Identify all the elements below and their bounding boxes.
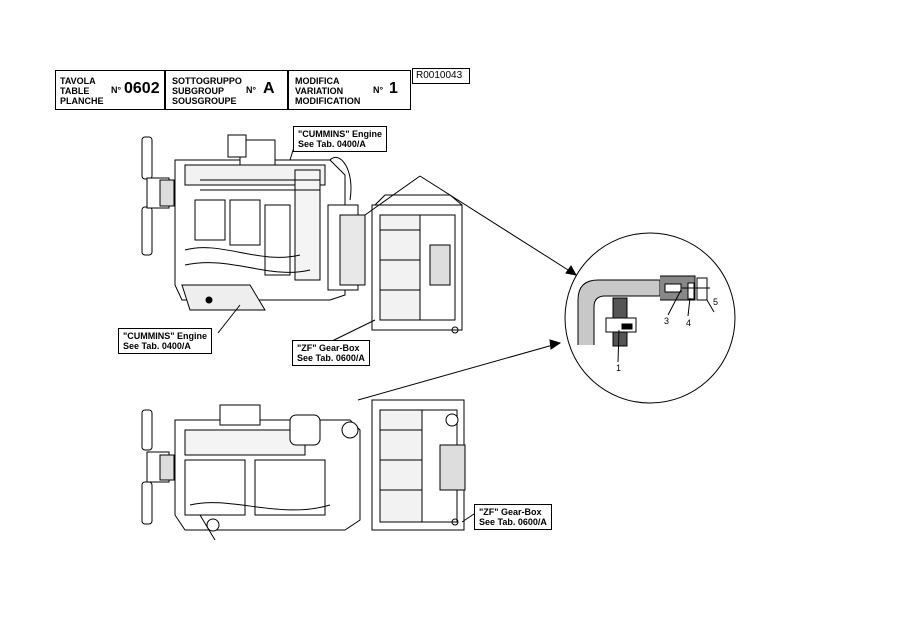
drawing-code: R0010043 (412, 68, 470, 84)
variation-labels: MODIFICA VARIATION MODIFICATION (295, 76, 360, 106)
callout-reference: See Tab. 0400/A (123, 341, 191, 351)
callout-reference: See Tab. 0600/A (479, 517, 547, 527)
label-variation: VARIATION (295, 86, 344, 96)
callout-title: "ZF" Gear-Box (297, 343, 360, 353)
detail-number-4: 4 (686, 318, 691, 328)
label-table: TABLE (60, 86, 90, 96)
callout-cummins-engine-top: "CUMMINS" Engine See Tab. 0400/A (293, 126, 388, 152)
variation-value: 1 (389, 80, 398, 97)
label-modifica: MODIFICA (295, 76, 340, 86)
label-sottogruppo: SOTTOGRUPPO (172, 76, 242, 86)
label-planche: PLANCHE (60, 96, 104, 106)
detail-number-3: 3 (664, 316, 669, 326)
subgroup-no-label: N° (246, 85, 257, 95)
engine-top-view-1 (141, 134, 463, 334)
table-labels: TAVOLA TABLE PLANCHE (60, 76, 104, 106)
table-number-box: TAVOLA TABLE PLANCHE N° 0602 (55, 70, 165, 110)
detail-number-5: 5 (713, 297, 718, 307)
table-number: 0602 (124, 80, 160, 97)
detail-number-1: 1 (616, 363, 621, 373)
callout-zf-gearbox-bottom: "ZF" Gear-Box See Tab. 0600/A (474, 504, 552, 530)
subgroup-box: SOTTOGRUPPO SUBGROUP SOUSGROUPE N° A (165, 70, 288, 110)
variation-box: MODIFICA VARIATION MODIFICATION N° 1 (288, 70, 411, 110)
callout-reference: See Tab. 0400/A (298, 139, 366, 149)
label-subgroup: SUBGROUP (172, 86, 225, 96)
callout-title: "ZF" Gear-Box (479, 507, 542, 517)
callout-title: "CUMMINS" Engine (123, 331, 208, 341)
label-modification: MODIFICATION (295, 96, 361, 106)
label-sousgroupe: SOUSGROUPE (172, 96, 237, 106)
callout-title: "CUMMINS" Engine (298, 129, 383, 139)
label-tavola: TAVOLA (60, 76, 96, 86)
callout-zf-gearbox-mid: "ZF" Gear-Box See Tab. 0600/A (292, 340, 370, 366)
callout-cummins-engine-left: "CUMMINS" Engine See Tab. 0400/A (118, 328, 213, 354)
engine-top-view-2 (141, 399, 466, 541)
table-no-label: N° (111, 85, 122, 95)
detail-view (357, 175, 736, 404)
subgroup-labels: SOTTOGRUPPO SUBGROUP SOUSGROUPE (172, 76, 242, 106)
variation-no-label: N° (373, 85, 384, 95)
callout-reference: See Tab. 0600/A (297, 353, 365, 363)
subgroup-value: A (263, 80, 275, 97)
